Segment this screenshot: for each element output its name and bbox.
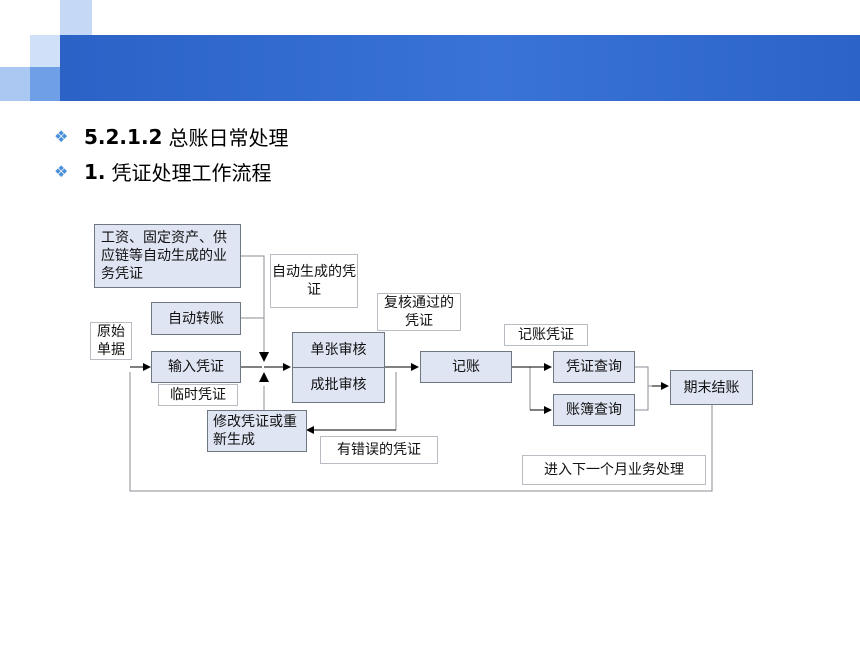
posted-label: 记账凭证 [504,324,588,346]
auto-transfer-text: 自动转账 [168,310,224,327]
bullet-number: 1. [84,159,106,184]
input-voucher-text: 输入凭证 [168,359,224,375]
batch-review-text: 成批审核 [310,377,367,393]
voucher-query-box: 凭证查询 [553,351,635,383]
voucher-query-text: 凭证查询 [566,359,622,375]
next-month-label: 进入下一个月业务处理 [522,455,706,485]
next-month-text: 进入下一个月业务处理 [544,462,684,478]
header-square [30,67,60,101]
auto-generated-label: 自动生成的凭证 [270,254,358,308]
bullet-text: 总账日常处理 [168,126,289,150]
reviewed-label: 复核通过的凭证 [377,293,461,331]
modify-voucher-text: 修改凭证或重新生成 [213,414,297,448]
single-review-text: 单张审核 [293,333,384,368]
header-bar [60,35,860,101]
period-end-box: 期末结账 [670,370,753,405]
post-box: 记账 [420,351,512,383]
bullet-1: ❖ 5.2.1.2 总账日常处理 [54,122,288,151]
bullet-2: ❖ 1. 凭证处理工作流程 [54,157,272,186]
header-square [60,0,92,35]
ledger-query-box: 账簿查询 [553,394,635,426]
diamond-bullet-icon: ❖ [54,127,69,146]
temp-voucher-text: 临时凭证 [170,387,226,403]
original-docs-text: 原始单据 [97,324,125,358]
error-voucher-label: 有错误的凭证 [320,436,438,464]
temp-voucher-label: 临时凭证 [158,384,238,406]
review-box: 单张审核 成批审核 [292,332,385,403]
auto-generated-text: 自动生成的凭证 [272,264,356,298]
bullet-text: 凭证处理工作流程 [111,161,272,185]
auto-transfer-box: 自动转账 [151,302,241,335]
source-modules-text: 工资、固定资产、供应链等自动生成的业务凭证 [101,230,227,282]
posted-text: 记账凭证 [518,327,574,343]
post-text: 记账 [452,359,480,375]
bullet-number: 5.2.1.2 [84,124,163,149]
header-square [30,35,60,67]
input-voucher-box: 输入凭证 [151,351,241,383]
error-voucher-text: 有错误的凭证 [337,442,421,458]
period-end-text: 期末结账 [683,379,740,396]
diamond-bullet-icon: ❖ [54,162,69,181]
header-square [0,67,30,101]
modify-voucher-box: 修改凭证或重新生成 [207,410,307,452]
ledger-query-text: 账簿查询 [566,402,622,418]
reviewed-text: 复核通过的凭证 [384,295,454,329]
source-modules-box: 工资、固定资产、供应链等自动生成的业务凭证 [94,224,241,288]
original-docs-label: 原始单据 [90,322,132,360]
